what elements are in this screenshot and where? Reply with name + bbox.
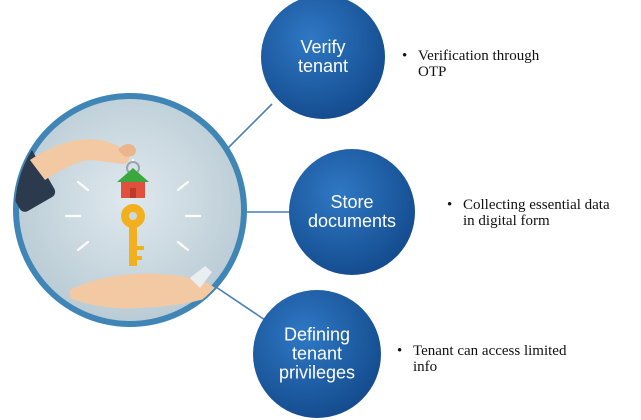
bullet-text-line: Collecting essential data [463, 197, 610, 213]
node-label-line: Defining [283, 324, 351, 345]
node-defining-tenant-privileges [253, 290, 381, 418]
bullet-text-line: OTP [418, 63, 447, 80]
bullet-text-line: info [413, 358, 438, 375]
bullet-store-documents: • Collecting essential data in digital f… [447, 197, 610, 230]
connector-line-verify [227, 103, 273, 149]
node-verify-tenant [261, 0, 385, 119]
house-keychain-icon [117, 161, 149, 198]
key-in-hand-illustration [13, 93, 247, 327]
bullet-text-line: in digital form [463, 212, 550, 229]
bullet-marker: • [447, 197, 453, 213]
node-label-line: documents [307, 211, 397, 231]
node-store-documents [289, 149, 415, 275]
node-label-line: tenant [297, 56, 349, 76]
node-label-verify-tenant: Verify tenant [298, 38, 348, 76]
bullet-text-line: Verification through [418, 48, 540, 64]
giving-hand-icon [15, 139, 136, 212]
node-label-line: privileges [278, 362, 356, 383]
key-icon [121, 204, 145, 266]
bullet-text-line: Tenant can access limited [413, 343, 567, 359]
bullet-marker: • [397, 343, 403, 359]
sparkle-rays [64, 158, 202, 252]
node-label-store-documents: Store documents [308, 193, 396, 231]
connector-line-privileges [209, 282, 269, 323]
node-label-line: Store [330, 192, 374, 213]
node-label-line: tenant [291, 343, 343, 364]
bullet-verify-tenant: • Verification through OTP [402, 48, 540, 81]
node-label-line: Verify [300, 37, 346, 58]
receiving-hand-icon [70, 266, 218, 309]
bullet-marker: • [402, 48, 408, 64]
node-label-defining-tenant-privileges: Defining tenant privileges [278, 324, 356, 383]
bullet-defining-tenant-privileges: • Tenant can access limited info [397, 343, 567, 376]
